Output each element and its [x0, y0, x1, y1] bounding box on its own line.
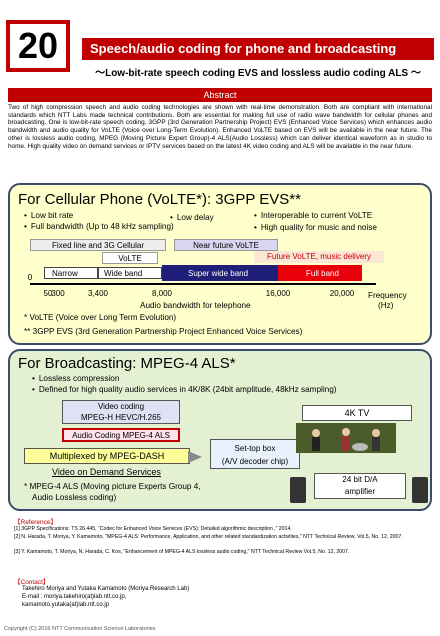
reference-3: [3] Y. Kamamoto, T. Moriya, N. Harada, C…	[14, 549, 350, 555]
contact-names: Takehiro Moriya and Yutaka Kamamoto (Mor…	[22, 586, 190, 592]
cellular-bullet-interoperable: Interoperable to current VoLTE	[254, 211, 372, 220]
video-coding-box: Video coding MPEG-H HEVC/H.265	[62, 400, 180, 424]
cellular-bullet-low-delay: Low delay	[170, 213, 214, 222]
axis-caption: Audio bandwidth for telephone	[140, 301, 251, 310]
reference-heading: 【Reference】	[14, 519, 57, 526]
band-label-narrow: Narrow	[52, 269, 78, 278]
cellular-panel: For Cellular Phone (VoLTE*): 3GPP EVS** …	[8, 183, 432, 345]
amp-sub: amplifier	[344, 487, 376, 496]
contact-heading: 【Contact】	[14, 579, 50, 586]
settop-label: Set-top box	[234, 444, 276, 453]
cellular-bullet-full-bandwidth: Full bandwidth (Up to 48 kHz sampling)	[24, 222, 174, 231]
band-wide	[98, 267, 162, 279]
bc-bullet-lossless: Lossless compression	[32, 374, 120, 383]
poster-number: 20	[17, 25, 59, 66]
tag-fixed-3g: Fixed line and 3G Cellular	[30, 239, 166, 251]
band-super-wide	[162, 265, 278, 281]
band-label-wide: Wide band	[104, 269, 143, 278]
speaker-left-icon	[290, 477, 306, 503]
bc-note-line2: Audio Lossless coding)	[32, 493, 117, 502]
video-coding-standard: MPEG-H HEVC/H.265	[80, 413, 162, 422]
band-full	[278, 265, 362, 281]
abstract-text: Two of high compression speech and audio…	[8, 104, 432, 150]
tag-future-volte: Future VoLTE, music delivery	[254, 251, 384, 263]
tag-near-future-volte: Near future VoLTE	[174, 239, 278, 251]
frequency-axis	[30, 283, 376, 285]
tick-label: 3,400	[87, 289, 109, 298]
contact-email[interactable]: E-mail : moriya.takehiro(at)lab.ntt.co.j…	[22, 594, 127, 600]
arrow-to-settop-icon	[188, 451, 208, 463]
amp-box: 24 bit D/A amplifier	[314, 473, 406, 499]
abstract-heading: Abstract	[8, 88, 432, 102]
tv-box: 4K TV	[302, 405, 412, 421]
settop-sub: (A/V decoder chip)	[221, 457, 289, 466]
tag-volte: VoLTE	[102, 252, 158, 264]
video-coding-label: Video coding	[97, 402, 145, 411]
bc-note-line1: MPEG-4 ALS (Moving picture Experts Group…	[29, 482, 201, 491]
bc-note-mark: *	[24, 482, 28, 491]
band-label-full: Full band	[306, 269, 339, 278]
cellular-bullet-high-quality: High quality for music and noise	[254, 223, 377, 232]
page-title: Speech/audio coding for phone and broadc…	[82, 38, 434, 60]
note-evs-mark: **	[24, 327, 31, 336]
page-subtitle: 〜Low-bit-rate speech coding EVS and loss…	[95, 68, 421, 79]
broadcasting-title: For Broadcasting: MPEG-4 ALS*	[18, 355, 236, 372]
note-volte-mark: *	[24, 313, 28, 322]
amp-label: 24 bit D/A	[342, 475, 378, 484]
cellular-title: For Cellular Phone (VoLTE*): 3GPP EVS**	[18, 191, 301, 208]
band-label-super-wide: Super wide band	[188, 269, 249, 278]
note-evs: ** 3GPP EVS (3rd Generation Partnership …	[24, 327, 302, 336]
bc-bullet-defined: Defined for high quality audio services …	[32, 385, 337, 394]
reference-1: [1] 3GPP Specifications: TS 26.445, “Cod…	[14, 526, 292, 532]
note-volte-text: VoLTE (Voice over Long Term Evolution)	[29, 313, 177, 322]
cellular-bullet-low-bitrate: Low bit rate	[24, 211, 73, 220]
axis-unit: Frequency	[368, 291, 407, 300]
reference-2: [2] N. Harada, T. Moriya, Y. Kamamoto, "…	[14, 534, 403, 540]
bc-note: * MPEG-4 ALS (Moving picture Experts Gro…	[24, 482, 201, 491]
axis-unit-hz: (Hz)	[378, 301, 394, 310]
tick-label: 50	[43, 289, 53, 298]
band-narrow	[44, 267, 98, 279]
tick-label: 20,000	[329, 289, 355, 298]
bandwidth-bar	[44, 265, 364, 281]
multiplex-box: Multiplexed by MPEG-DASH	[24, 448, 190, 464]
audio-coding-box: Audio Coding MPEG-4 ALS	[62, 428, 180, 442]
tick-label: 300	[51, 289, 65, 298]
note-volte: * VoLTE (Voice over Long Term Evolution)	[24, 313, 176, 322]
copyright: Copyright (C) 2016 NTT Communication Sci…	[4, 626, 156, 632]
contact-email-2[interactable]: kamamoto.yutaka(at)lab.ntt.co.jp	[22, 602, 110, 608]
tick-label: 16,000	[265, 289, 291, 298]
tick-label: 0	[27, 273, 33, 282]
speaker-right-icon	[412, 477, 428, 503]
band-performers-icon	[296, 423, 396, 453]
settop-box: Set-top box (A/V decoder chip)	[210, 439, 300, 469]
poster-number-box: 20	[6, 20, 70, 72]
vod-label: Video on Demand Services	[52, 467, 161, 477]
band-image	[296, 423, 396, 453]
note-evs-text: 3GPP EVS (3rd Generation Partnership Pro…	[32, 327, 303, 336]
tick-label: 8,000	[151, 289, 173, 298]
broadcasting-panel: For Broadcasting: MPEG-4 ALS* Lossless c…	[8, 349, 432, 511]
